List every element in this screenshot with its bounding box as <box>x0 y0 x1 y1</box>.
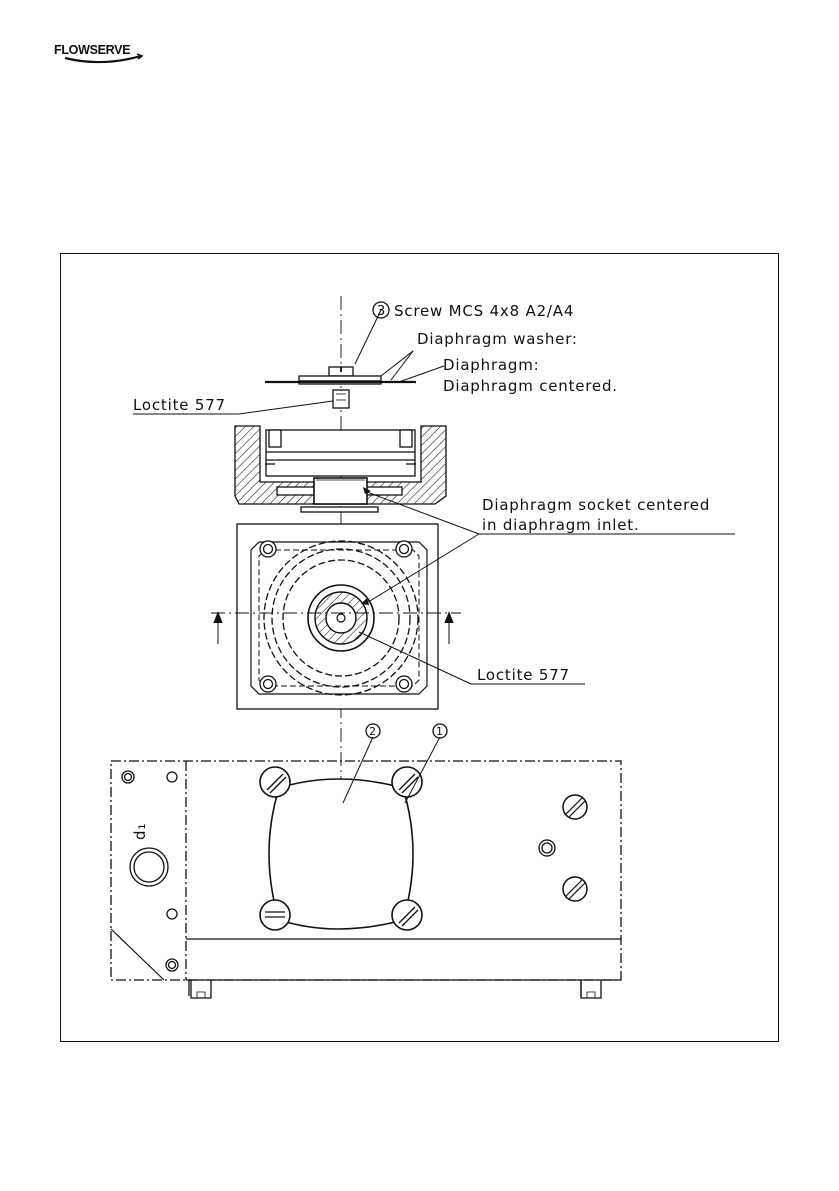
flowserve-logo: FLOWSERVE <box>53 38 153 68</box>
socket-inlet-label: in diaphragm inlet. <box>482 516 640 534</box>
item-number-2: 2 <box>369 725 376 738</box>
loctite-mid-label: Loctite 577 <box>477 666 570 684</box>
diaphragm-centered-label: Diaphragm centered. <box>443 377 618 395</box>
port-label: d₁ <box>131 823 149 840</box>
body-section-view <box>235 426 446 512</box>
socket-centered-label: Diaphragm socket centered <box>482 496 710 514</box>
item-number-1: 1 <box>436 725 443 738</box>
diaphragm-washer-label: Diaphragm washer: <box>417 330 578 348</box>
screw-label: Screw MCS 4x8 A2/A4 <box>394 302 574 320</box>
assembly-drawing: 3 2 1 Screw MCS 4x8 A2/A4 Diaphragm wash… <box>61 254 780 1043</box>
loctite-top-label: Loctite 577 <box>133 396 226 414</box>
diaphragm-label: Diaphragm: <box>443 356 539 374</box>
drawing-frame: 3 2 1 Screw MCS 4x8 A2/A4 Diaphragm wash… <box>60 253 779 1042</box>
logo-text: FLOWSERVE <box>54 43 130 57</box>
valve-body-side-view <box>111 761 621 998</box>
item-number-3: 3 <box>377 304 385 319</box>
housing-plan-view <box>211 524 461 709</box>
